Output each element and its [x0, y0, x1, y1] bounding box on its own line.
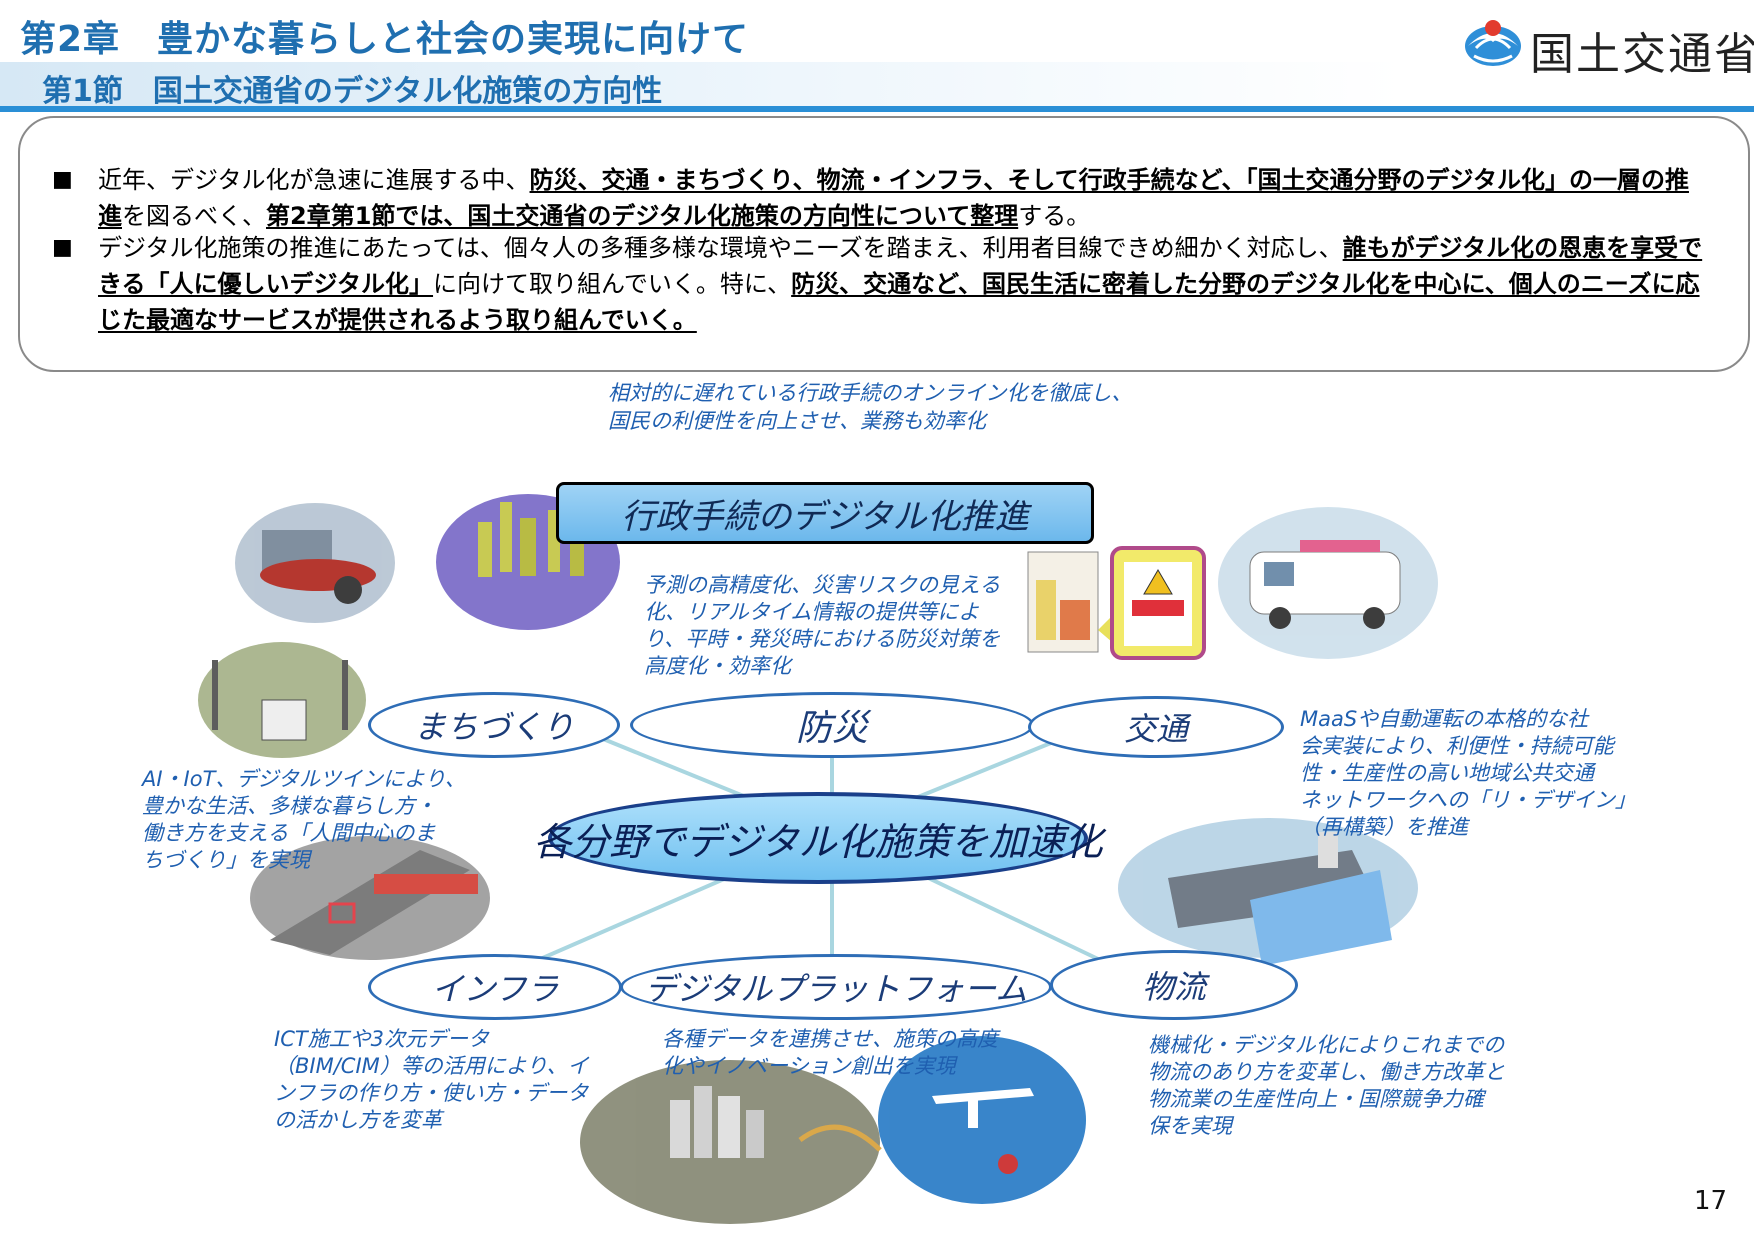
summary-box: ■ 近年、デジタル化が急速に進展する中、防災、交通・まちづくり、物流・インフラ、…: [18, 116, 1750, 372]
node-machizukuri: まちづくり: [368, 692, 620, 758]
mlit-logo-icon: [1465, 20, 1521, 66]
bousai-desc-line: 予測の高精度化、災害リスクの見える: [644, 573, 1001, 597]
summary-bullet-1: ■ 近年、デジタル化が急速に進展する中、防災、交通・まちづくり、物流・インフラ、…: [52, 162, 1712, 234]
koutsu-desc: MaaSや自動運転の本格的な社 会実装により、利便性・持続可能 性・生産性の高い…: [1300, 706, 1636, 841]
node-bousai-label: 防災: [795, 708, 868, 749]
bullet1-emphasis-2: 第2章第1節では、国土交通省のデジタル化施策の方向性について整理: [266, 202, 1019, 230]
node-koutsu: 交通: [1028, 696, 1284, 758]
section-title: 第1節 国土交通省のデジタル化施策の方向性: [42, 74, 663, 109]
section-band: [0, 62, 1754, 106]
road-detection-image: [250, 836, 490, 960]
center-node: 各分野でデジタル化施策を加速化: [533, 792, 1103, 884]
machizukuri-desc-line: ちづくり」を実現: [142, 848, 310, 872]
bullet2-emphasis-1: 誰もがデジタル化の恩恵を享受できる「人に優しいデジタル化」: [98, 234, 1703, 298]
disaster-app-image: [1027, 546, 1206, 660]
butsuryu-desc-line: 機械化・デジタル化によりこれまでの: [1148, 1033, 1505, 1057]
logo-text: 国土交通省: [1530, 29, 1754, 80]
vr-city-image: [235, 503, 395, 623]
bousai-desc-line: 化、リアルタイム情報の提供等によ: [644, 600, 980, 624]
koutsu-desc-line: MaaSや自動運転の本格的な社: [1300, 707, 1589, 731]
bullet1-text-2: を図るべく、: [122, 202, 266, 230]
center-node-label: 各分野でデジタル化施策を加速化: [533, 819, 1103, 864]
node-butsuryu-label: 物流: [1141, 968, 1206, 1006]
chapter-title: 第2章 豊かな暮らしと社会の実現に向けて: [20, 19, 750, 60]
admin-desc-line-2: 国民の利便性を向上させ、業務も効率化: [608, 409, 986, 433]
node-infra-label: インフラ: [431, 970, 559, 1008]
bullet-square-icon: ■: [52, 167, 73, 192]
bullet2-text-1: デジタル化施策の推進にあたっては、個々人の多種多様な環境やニーズを踏まえ、利用者…: [98, 234, 1343, 262]
infra-desc-line: の活かし方を変革: [274, 1108, 442, 1132]
drone-image: [878, 1036, 1086, 1204]
machizukuri-desc-line: 働き方を支える「人間中心のま: [142, 821, 436, 845]
node-bousai: 防災: [630, 692, 1034, 758]
autonomous-street-image: [198, 642, 366, 758]
butsuryu-desc: 機械化・デジタル化によりこれまでの 物流のあり方を変革し、働き方改革と 物流業の…: [1148, 1032, 1505, 1140]
butsuryu-desc-line: 保を実現: [1148, 1114, 1232, 1138]
admin-digitalization-box: 行政手続のデジタル化推進: [556, 482, 1094, 544]
platform-desc-line: 各種データを連携させ、施策の高度: [662, 1027, 998, 1051]
digitalization-diagram: 相対的に遅れている行政手続のオンライン化を徹底し、 国民の利便性を向上させ、業務…: [0, 380, 1754, 1241]
machizukuri-desc-line: AI・IoT、デジタルツインにより、: [142, 767, 466, 791]
bullet-square-icon: ■: [52, 235, 73, 260]
infra-desc-line: （BIM/CIM）等の活用により、イ: [274, 1054, 589, 1078]
koutsu-desc-line: 性・生産性の高い地域公共交通: [1300, 761, 1594, 785]
bousai-desc-line: り、平時・発災時における防災対策を: [644, 627, 1001, 651]
machizukuri-desc-line: 豊かな生活、多様な暮らし方・: [142, 794, 436, 818]
bousai-desc: 予測の高精度化、災害リスクの見える 化、リアルタイム情報の提供等によ り、平時・…: [644, 572, 1000, 680]
bullet1-text-1: 近年、デジタル化が急速に進展する中、: [98, 166, 530, 194]
node-koutsu-label: 交通: [1123, 710, 1188, 748]
infra-desc: ICT施工や3次元データ （BIM/CIM）等の活用により、イ ンフラの作り方・…: [274, 1026, 589, 1134]
ship-digital-image: [1118, 818, 1418, 966]
node-infra: インフラ: [368, 954, 622, 1020]
bullet1-text-3: する。: [1018, 202, 1091, 230]
butsuryu-desc-line: 物流のあり方を変革し、働き方改革と: [1148, 1060, 1505, 1084]
bousai-desc-line: 高度化・効率化: [644, 654, 791, 678]
node-butsuryu: 物流: [1050, 950, 1298, 1020]
page-number: 17: [1694, 1186, 1728, 1216]
koutsu-desc-line: ネットワークへの「リ・デザイン」: [1300, 788, 1636, 812]
koutsu-desc-line: 会実装により、利便性・持続可能: [1300, 734, 1614, 758]
node-platform: デジタルプラットフォーム: [620, 954, 1052, 1020]
bullet2-emphasis-2: 防災、交通など、国民生活に密着した分野のデジタル化を中心に、個人のニーズに応じた…: [98, 270, 1700, 334]
automated-bus-image: [1218, 507, 1438, 659]
platform-desc: 各種データを連携させ、施策の高度 化やイノベーション創出を実現: [662, 1026, 998, 1080]
infra-desc-line: ンフラの作り方・使い方・データ: [274, 1081, 589, 1105]
machizukuri-desc: AI・IoT、デジタルツインにより、 豊かな生活、多様な暮らし方・ 働き方を支え…: [142, 766, 466, 874]
3d-city-bottom-image: [580, 1060, 882, 1224]
node-machizukuri-label: まちづくり: [413, 708, 574, 746]
platform-desc-line: 化やイノベーション創出を実現: [662, 1054, 956, 1078]
infra-desc-line: ICT施工や3次元データ: [274, 1027, 490, 1051]
admin-desc-line-1: 相対的に遅れている行政手続のオンライン化を徹底し、: [608, 381, 1133, 405]
bullet2-text-2: に向けて取り組んでいく。特に、: [433, 270, 792, 298]
koutsu-desc-line: （再構築）を推進: [1300, 815, 1468, 839]
mlit-logo: 国土交通省: [1462, 12, 1754, 80]
node-platform-label: デジタルプラットフォーム: [644, 970, 1028, 1008]
butsuryu-desc-line: 物流業の生産性向上・国際競争力確: [1148, 1087, 1484, 1111]
section-divider: [0, 106, 1754, 112]
photo-layer: [198, 494, 1438, 1224]
admin-box-label: 行政手続のデジタル化推進: [621, 496, 1029, 537]
bullet1-emphasis-1: 防災、交通・まちづくり、物流・インフラ、そして行政手続など、「国土交通分野のデジ…: [98, 166, 1689, 230]
summary-bullet-2: ■ デジタル化施策の推進にあたっては、個々人の多種多様な環境やニーズを踏まえ、利…: [52, 230, 1712, 338]
